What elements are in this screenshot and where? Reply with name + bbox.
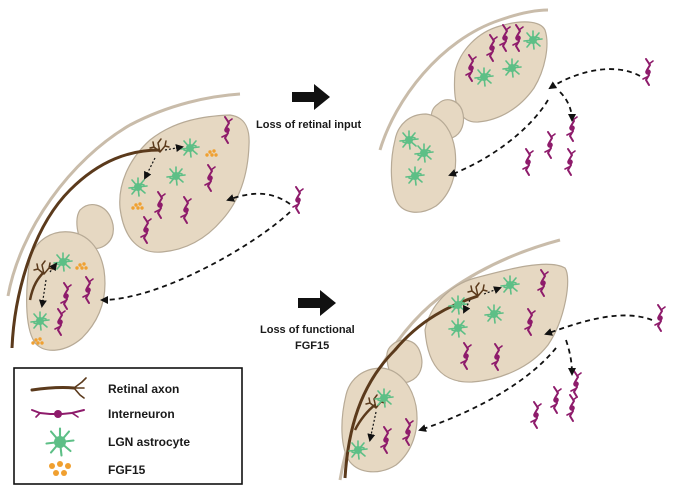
astrocyte-glyph	[180, 138, 200, 158]
astrocyte-glyph	[348, 440, 368, 460]
control-lgn-panel	[6, 92, 304, 351]
interneuron-glyph	[570, 370, 582, 398]
interneuron-glyph	[550, 386, 562, 414]
label-loss-retinal-input: Loss of retinal input	[256, 119, 361, 131]
interneuron-glyph	[566, 394, 578, 422]
legend: Retinal axon Interneuron LGN astrocyte	[13, 367, 243, 485]
migration-arrow	[565, 339, 576, 376]
interneuron-glyph	[642, 58, 654, 86]
retinal-axon-main	[343, 294, 479, 479]
astrocyte-glyph	[405, 166, 425, 186]
loss-fgf15-panel	[338, 238, 666, 481]
interneuron-icon	[31, 409, 85, 418]
astrocyte-glyph	[414, 143, 434, 163]
migration-arrow	[448, 99, 549, 177]
interneuron-glyph	[544, 131, 556, 159]
interneuron-glyph	[292, 186, 304, 214]
astrocyte-glyph	[399, 130, 419, 150]
astrocyte-glyph	[53, 252, 73, 272]
astrocyte-glyph	[374, 388, 394, 408]
astrocyte-glyph	[166, 166, 186, 186]
migration-arrow	[544, 314, 653, 336]
migration-arrow	[559, 91, 576, 122]
retinal-axon-main	[10, 148, 161, 349]
astrocyte-glyph	[500, 275, 520, 295]
astrocyte-icon	[45, 427, 75, 457]
migration-arrow	[226, 192, 291, 205]
migration-arrow	[548, 68, 641, 90]
astrocyte-glyph	[128, 177, 148, 197]
outer-boundary-line	[6, 92, 241, 297]
interneuron-glyph	[522, 148, 534, 176]
interneuron-glyph	[530, 401, 542, 429]
lgn-dorsal-lobe	[424, 263, 569, 383]
astrocyte-glyph	[502, 58, 522, 78]
lgn-dorsal-lobe	[453, 21, 548, 123]
astrocyte-glyph	[448, 318, 468, 338]
legend-label-fgf15: FGF15	[108, 463, 146, 477]
fgf15-dots-icon	[49, 461, 71, 476]
label-fgf15: FGF15	[295, 340, 329, 352]
migration-arrow	[418, 347, 557, 432]
legend-label-retinal-axon: Retinal axon	[108, 382, 179, 396]
astrocyte-glyph	[30, 311, 50, 331]
lgn-ventral-lobe	[390, 113, 457, 213]
outer-boundary-line	[378, 8, 549, 151]
migration-arrow	[100, 211, 291, 304]
legend-label-interneuron: Interneuron	[108, 407, 175, 421]
astrocyte-glyph	[474, 67, 494, 87]
big-arrow-bottom	[298, 290, 336, 316]
legend-label-astrocyte: LGN astrocyte	[108, 435, 190, 449]
transition-top: Loss of retinal input	[256, 84, 361, 131]
interneuron-glyph	[564, 148, 576, 176]
retinal-axon-icon	[30, 377, 87, 399]
interneuron-glyph	[654, 304, 666, 332]
astrocyte-glyph	[484, 304, 504, 324]
transition-bottom: Loss of functional FGF15	[260, 290, 355, 352]
astrocyte-glyph	[523, 30, 543, 50]
loss-retinal-panel	[378, 8, 654, 213]
label-loss-functional: Loss of functional	[260, 324, 355, 336]
big-arrow-top	[292, 84, 330, 110]
